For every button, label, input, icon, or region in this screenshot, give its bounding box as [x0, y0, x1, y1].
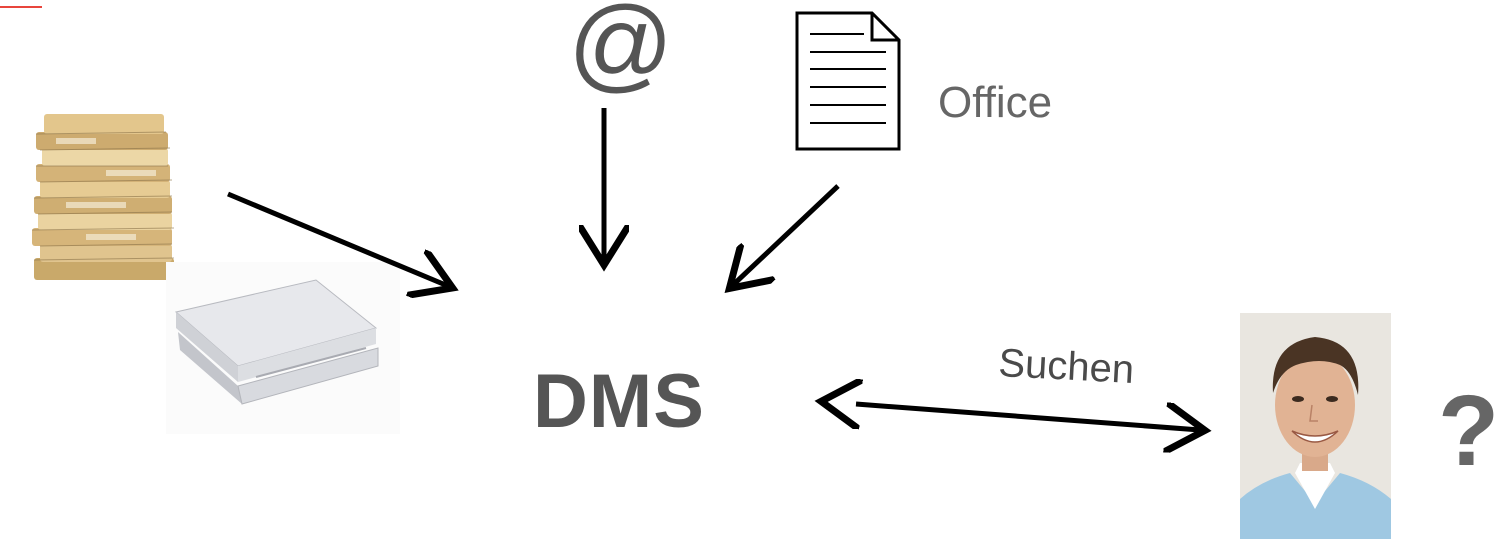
question-mark: ? [1438, 375, 1500, 487]
email-symbol: @ [568, 0, 674, 102]
paper-stack-icon [31, 114, 175, 280]
office-label: Office [938, 78, 1053, 127]
accent-line [0, 6, 42, 8]
person-photo [1240, 313, 1391, 539]
search-label: Suchen [997, 340, 1136, 393]
scanner-icon [166, 262, 400, 434]
dms-label: DMS [533, 359, 705, 444]
arrow-search-bidirectional [856, 404, 1200, 430]
arrow-office-to-dms [733, 184, 840, 285]
arrow-paper-to-dms [227, 191, 448, 286]
document-icon [795, 11, 901, 151]
